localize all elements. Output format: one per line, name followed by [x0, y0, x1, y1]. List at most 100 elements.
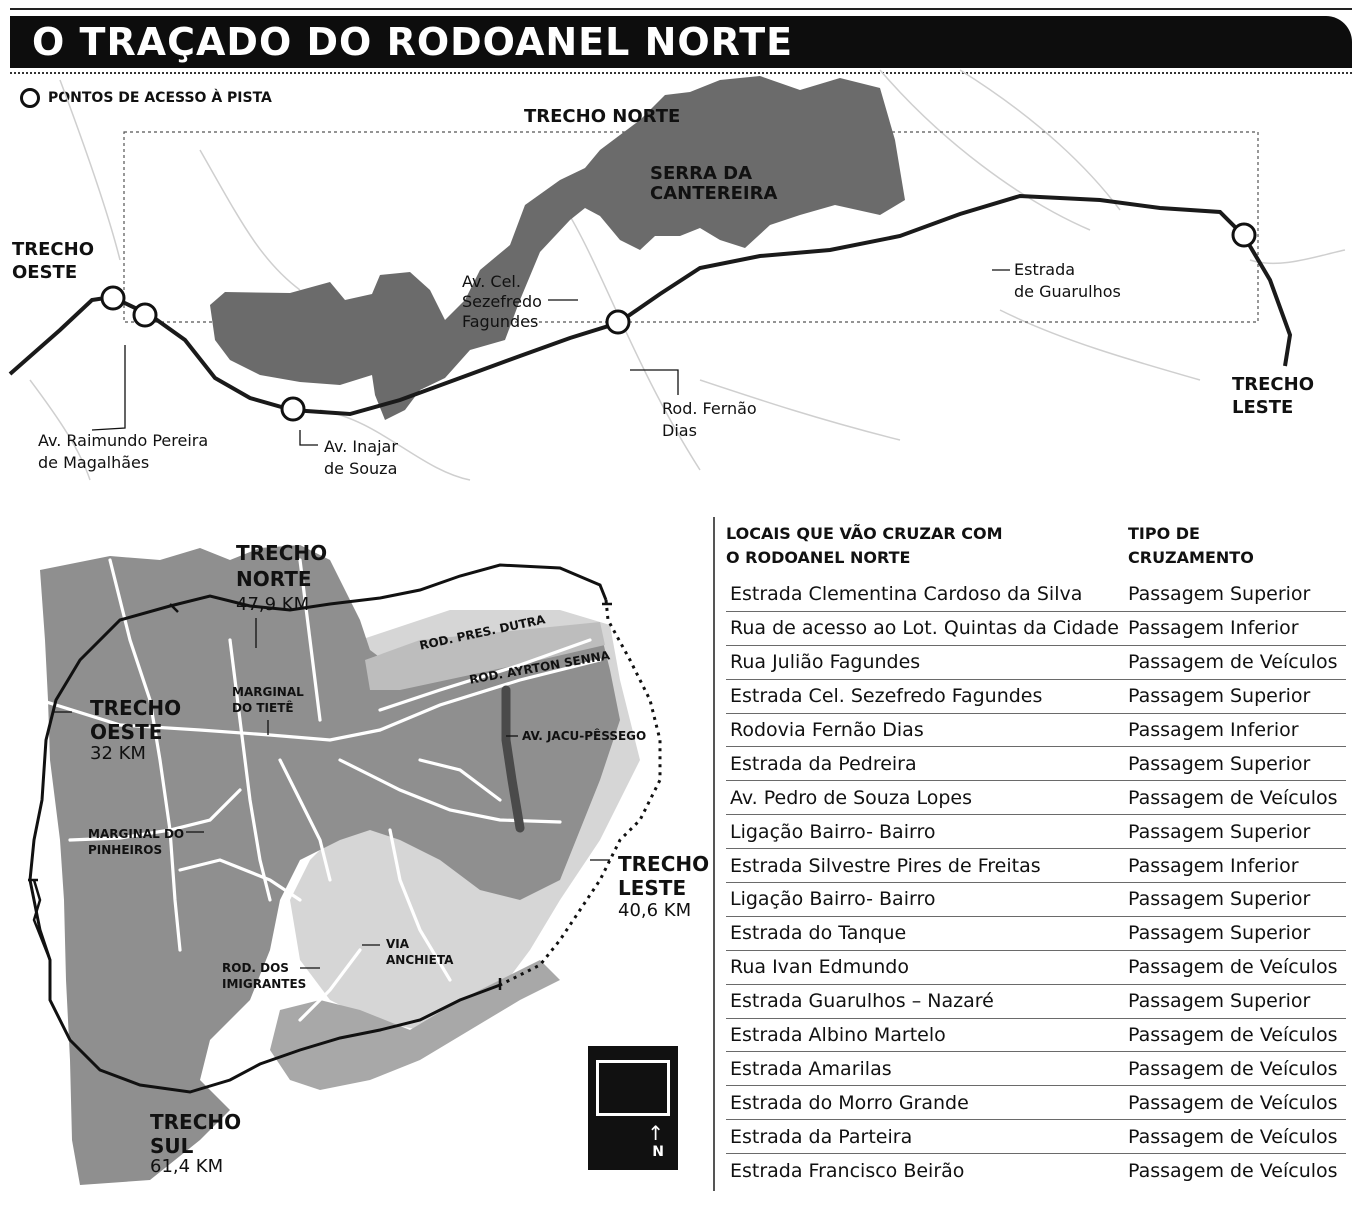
label-serra-cantareira: SERRA DA CANTEREIRA: [650, 163, 778, 204]
cell-tipo: Passagem de Veículos: [1128, 956, 1338, 979]
access-point: [100, 285, 126, 311]
cell-tipo: Passagem Superior: [1128, 820, 1311, 843]
cell-tipo: Passagem de Veículos: [1128, 1091, 1338, 1114]
label-marginal-tiete: MARGINAL DO TIETÊ: [232, 685, 304, 715]
city-region: [40, 545, 620, 1185]
legend: PONTOS DE ACESSO À PISTA: [20, 88, 272, 108]
cell-local: Estrada Amarilas: [730, 1057, 892, 1080]
compass-frame: [596, 1060, 670, 1116]
leader-lines: [91, 269, 1010, 446]
cell-local: Ligação Bairro- Bairro: [730, 888, 936, 911]
cell-tipo: Passagem de Veículos: [1128, 1024, 1338, 1047]
label-fernao-dias: Rod. Fernão Dias: [662, 399, 757, 440]
label-b-trecho-sul: TRECHO SUL: [150, 1110, 242, 1158]
cell-tipo: Passagem Superior: [1128, 752, 1311, 775]
label-b-leste-km: 40,6 KM: [618, 900, 692, 921]
cell-local: Rua Ivan Edmundo: [730, 956, 909, 979]
cell-local: Estrada Francisco Beirão: [730, 1160, 965, 1183]
label-marginal-pinheiros: MARGINAL DO PINHEIROS: [88, 827, 185, 857]
top-rule: [10, 8, 1352, 10]
cell-tipo: Passagem Superior: [1128, 888, 1311, 911]
label-b-trecho-oeste: TRECHO OESTE: [90, 696, 182, 744]
table-row: Rua Julião Fagundes Passagem de Veículos: [726, 646, 1346, 680]
cell-tipo: Passagem Inferior: [1128, 854, 1299, 877]
access-points: [100, 222, 1257, 422]
cell-local: Rua de acesso ao Lot. Quintas da Cidade: [730, 617, 1119, 640]
cell-local: Estrada da Parteira: [730, 1125, 913, 1148]
label-b-norte-km: 47,9 KM: [236, 594, 310, 615]
table-row: Estrada Cel. Sezefredo Fagundes Passagem …: [726, 680, 1346, 714]
north-label: N: [652, 1144, 664, 1160]
table-row: Estrada Francisco Beirão Passagem de Veíc…: [726, 1154, 1346, 1188]
coastal-region: [270, 960, 560, 1090]
north-arrow-icon: ↑: [647, 1121, 664, 1145]
cell-local: Estrada Silvestre Pires de Freitas: [730, 854, 1041, 877]
header-local: LOCAIS QUE VÃO CRUZAR COM O RODOANEL NOR…: [726, 524, 1003, 567]
label-jacu-pessego: AV. JACU-PÊSSEGO: [522, 729, 647, 743]
access-point: [1231, 222, 1257, 248]
label-estrada-guarulhos: Estrada de Guarulhos: [1014, 260, 1121, 301]
cell-tipo: Passagem de Veículos: [1128, 1160, 1338, 1183]
table-row: Estrada do Morro Grande Passagem de Veícu…: [726, 1086, 1346, 1121]
cell-tipo: Passagem Superior: [1128, 990, 1311, 1013]
top-map: [8, 69, 1346, 481]
jacu-pessego-road: [501, 685, 525, 833]
label-raimundo: Av. Raimundo Pereira de Magalhães: [38, 431, 209, 472]
cell-local: Rua Julião Fagundes: [730, 651, 921, 674]
table-row: Estrada Guarulhos – Nazaré Passagem Super…: [726, 985, 1346, 1019]
cell-tipo: Passagem de Veículos: [1128, 1125, 1338, 1148]
label-b-trecho-leste: TRECHO LESTE: [618, 852, 710, 900]
cell-tipo: Passagem Superior: [1128, 685, 1311, 708]
cell-local: Estrada Clementina Cardoso da Silva: [730, 583, 1083, 606]
cell-tipo: Passagem de Veículos: [1128, 651, 1338, 674]
cell-tipo: Passagem Inferior: [1128, 617, 1299, 640]
access-point: [605, 309, 631, 335]
table-row: Rua de acesso ao Lot. Quintas da Cidade P…: [726, 612, 1346, 646]
table-row: Av. Pedro de Souza Lopes Passagem de Veíc…: [726, 781, 1346, 816]
access-point: [132, 302, 158, 328]
table-row: Ligação Bairro- Bairro Passagem Superior: [726, 883, 1346, 917]
label-dutra: ROD. PRES. DUTRA: [418, 612, 547, 653]
rodoanel-sul-inner: [32, 879, 52, 961]
access-point: [280, 396, 306, 422]
cell-tipo: Passagem Superior: [1128, 583, 1311, 606]
cell-tipo: Passagem de Veículos: [1128, 1057, 1338, 1080]
table-row: Estrada Amarilas Passagem de Veículos: [726, 1052, 1346, 1087]
legend-label: PONTOS DE ACESSO À PISTA: [48, 90, 272, 106]
table-row: Ligação Bairro- Bairro Passagem Superior: [726, 815, 1346, 850]
page-title: O TRAÇADO DO RODOANEL NORTE: [32, 20, 794, 64]
cell-local: Estrada Albino Martelo: [730, 1024, 946, 1047]
table-row: Estrada da Pedreira Passagem Superior: [726, 747, 1346, 782]
table-row: Estrada Silvestre Pires de Freitas Passag…: [726, 849, 1346, 884]
table-divider: [713, 517, 715, 1191]
label-inajar: Av. Inajar de Souza: [324, 437, 398, 478]
access-point-icon: [20, 88, 40, 108]
cell-tipo: Passagem de Veículos: [1128, 786, 1338, 809]
cell-local: Estrada Guarulhos – Nazaré: [730, 990, 994, 1013]
cell-local: Estrada Cel. Sezefredo Fagundes: [730, 685, 1043, 708]
cell-tipo: Passagem Inferior: [1128, 719, 1299, 741]
cell-local: Estrada do Morro Grande: [730, 1091, 969, 1114]
cell-local: Estrada da Pedreira: [730, 752, 917, 775]
table-row: Rua Ivan Edmundo Passagem de Veículos: [726, 951, 1346, 985]
label-trecho-leste: TRECHO LESTE: [1232, 374, 1315, 418]
cell-local: Ligação Bairro- Bairro: [730, 820, 936, 843]
label-b-oeste-km: 32 KM: [90, 743, 146, 764]
label-sezefredo: Av. Cel. Sezefredo Fagundes: [462, 272, 542, 331]
label-ayrton-senna: ROD. AYRTON SENNA: [468, 648, 611, 687]
label-imigrantes: ROD. DOS IMIGRANTES: [222, 961, 307, 991]
light-region: [290, 610, 640, 1030]
north-compass: ↑ N: [588, 1046, 678, 1170]
table-row: Estrada Albino Martelo Passagem de Veícul…: [726, 1019, 1346, 1053]
label-anchieta: VIA ANCHIETA: [386, 937, 454, 967]
cell-local: Rodovia Fernão Dias: [730, 719, 924, 741]
table-row: Estrada da Parteira Passagem de Veículos: [726, 1120, 1346, 1155]
title-bar: O TRAÇADO DO RODOANEL NORTE: [10, 16, 1352, 68]
table-header: LOCAIS QUE VÃO CRUZAR COM O RODOANEL NOR…: [726, 522, 1346, 578]
label-trecho-norte: TRECHO NORTE: [524, 106, 681, 127]
table-row: Estrada Clementina Cardoso da Silva Passa…: [726, 578, 1346, 612]
cell-tipo: Passagem Superior: [1128, 922, 1311, 945]
cell-local: Av. Pedro de Souza Lopes: [730, 786, 973, 809]
